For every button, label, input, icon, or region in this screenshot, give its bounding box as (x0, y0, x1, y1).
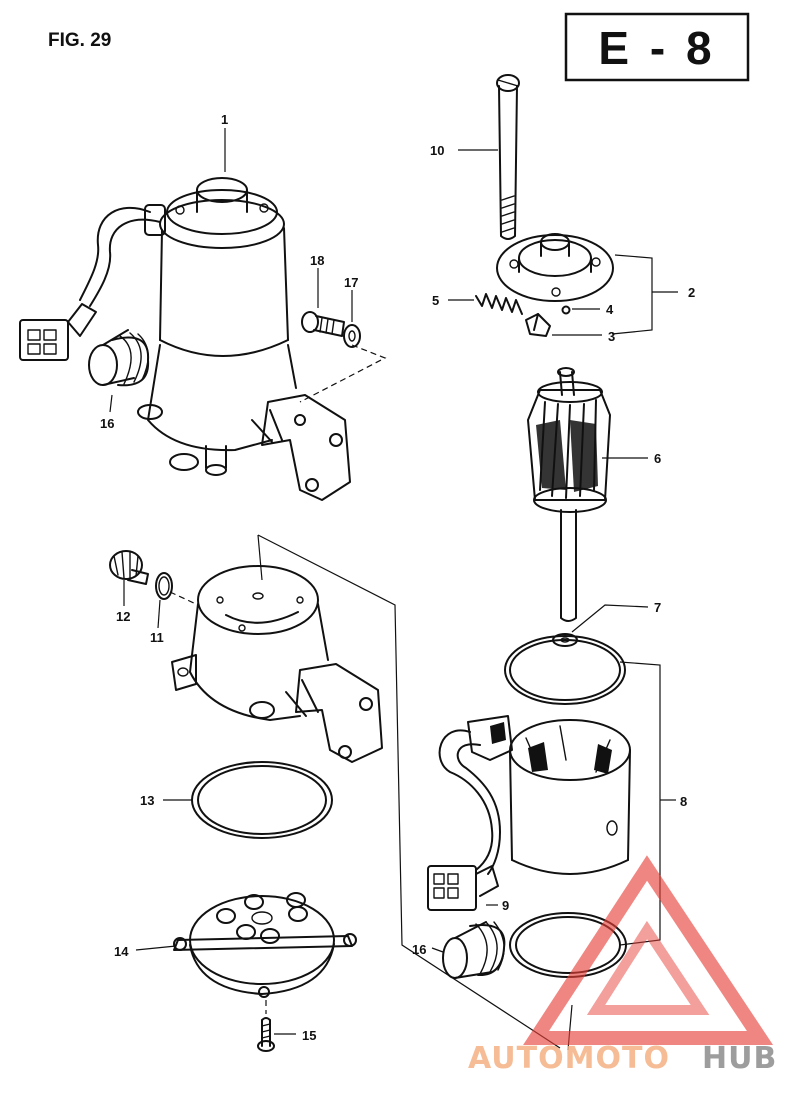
bolt-18 (301, 311, 345, 337)
grommet-bottom (442, 921, 506, 979)
callout-10: 10 (430, 143, 444, 158)
yoke-housing-8 (427, 715, 631, 911)
o-ring-upper (504, 635, 626, 705)
leader-lines (109, 128, 678, 1035)
callout-2: 2 (688, 285, 695, 300)
callout-4: 4 (606, 302, 614, 317)
callout-9: 9 (502, 898, 509, 913)
figure-code-box: E - 8 (564, 12, 750, 82)
callout-8: 8 (680, 794, 687, 809)
callout-6: 6 (654, 451, 661, 466)
screw-15 (257, 1017, 275, 1052)
o-ring-13 (191, 761, 333, 839)
watermark-logo: AUTOMOTO HUB (468, 855, 777, 1076)
callout-17: 17 (344, 275, 358, 290)
armature-6 (527, 367, 611, 622)
washer-17 (343, 324, 361, 348)
callout-5: 5 (432, 293, 439, 308)
figure-code: E - 8 (598, 22, 715, 74)
plug-12 (109, 550, 149, 585)
callout-15: 15 (302, 1028, 316, 1043)
end-cover-2 (496, 233, 614, 302)
figure-label: FIG. 29 (48, 30, 111, 51)
assembled-motor (19, 177, 351, 501)
grommet-top (88, 329, 150, 387)
callout-18: 18 (310, 253, 324, 268)
cover-bolts (216, 892, 308, 944)
callout-13: 13 (140, 793, 154, 808)
callout-numbers: 1 2 3 4 5 6 7 8 9 10 11 12 13 14 15 16 1… (100, 112, 695, 1043)
brush-3 (525, 313, 551, 337)
gear-housing (171, 565, 383, 763)
callout-3: 3 (608, 329, 615, 344)
callout-12: 12 (116, 609, 130, 624)
pump-cover-14 (173, 892, 357, 998)
callout-1: 1 (221, 112, 228, 127)
ball-4 (561, 305, 571, 315)
watermark-text-2: HUB (702, 1041, 777, 1076)
callout-11: 11 (150, 630, 164, 645)
callout-7: 7 (654, 600, 661, 615)
through-bolt-10 (496, 74, 520, 240)
bolt-leader-dash (299, 344, 387, 403)
callout-14: 14 (114, 944, 129, 959)
spring-5 (475, 293, 523, 315)
o-ring-11 (155, 572, 173, 600)
callout-16-top: 16 (100, 416, 114, 431)
watermark-text-1: AUTOMOTO (468, 1041, 670, 1076)
callout-16-bottom: 16 (412, 942, 426, 957)
